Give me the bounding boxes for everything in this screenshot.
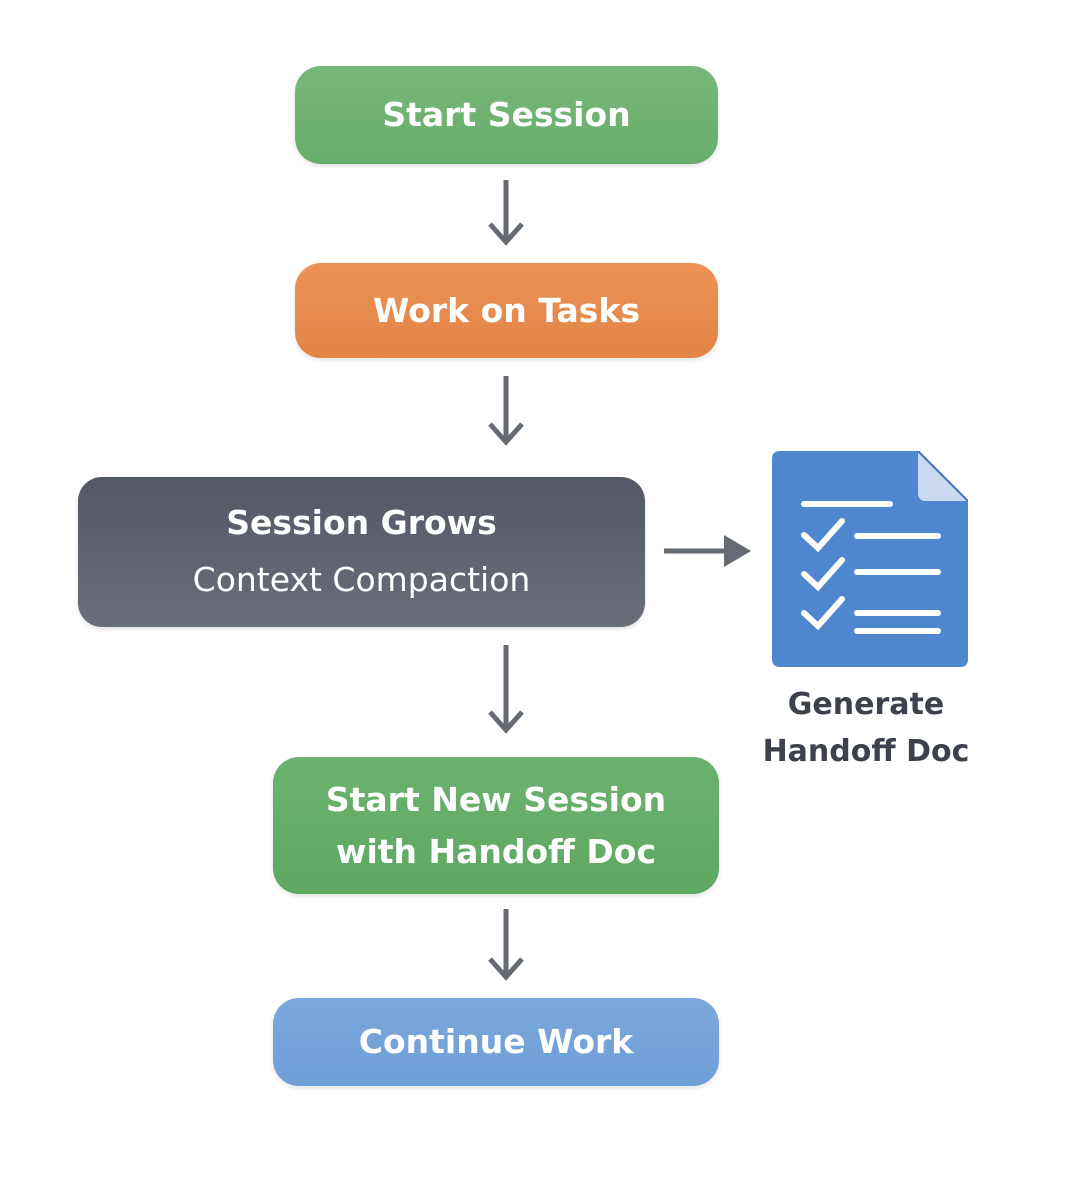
- work-on-tasks-node: Work on Tasks: [295, 263, 718, 358]
- start-new-session-label: Start New Session: [325, 780, 667, 820]
- context-compaction-label: Context Compaction: [192, 560, 531, 599]
- arrow-start-to-work: [488, 180, 524, 246]
- start-session-label: Start Session: [382, 95, 631, 135]
- session-grows-node: Session Grows Context Compaction: [78, 477, 645, 627]
- arrow-grows-to-doc: [664, 535, 751, 567]
- arrow-newsession-to-continue: [488, 909, 524, 981]
- work-on-tasks-label: Work on Tasks: [372, 290, 640, 330]
- session-grows-label: Session Grows: [226, 503, 497, 543]
- with-handoff-doc-label: with Handoff Doc: [335, 831, 657, 871]
- handoff-doc-label: Handoff Doc: [762, 733, 970, 769]
- start-new-session-node: Start New Session with Handoff Doc: [273, 757, 719, 894]
- arrow-grows-to-newsession: [488, 645, 524, 734]
- arrow-work-to-grows: [488, 376, 524, 446]
- continue-work-label: Continue Work: [358, 1022, 634, 1062]
- document-checklist-icon: [772, 451, 968, 667]
- generate-label: Generate: [787, 687, 945, 722]
- generate-handoff-doc-label: Generate Handoff Doc: [740, 682, 992, 775]
- start-session-node: Start Session: [295, 66, 718, 164]
- continue-work-node: Continue Work: [273, 998, 719, 1086]
